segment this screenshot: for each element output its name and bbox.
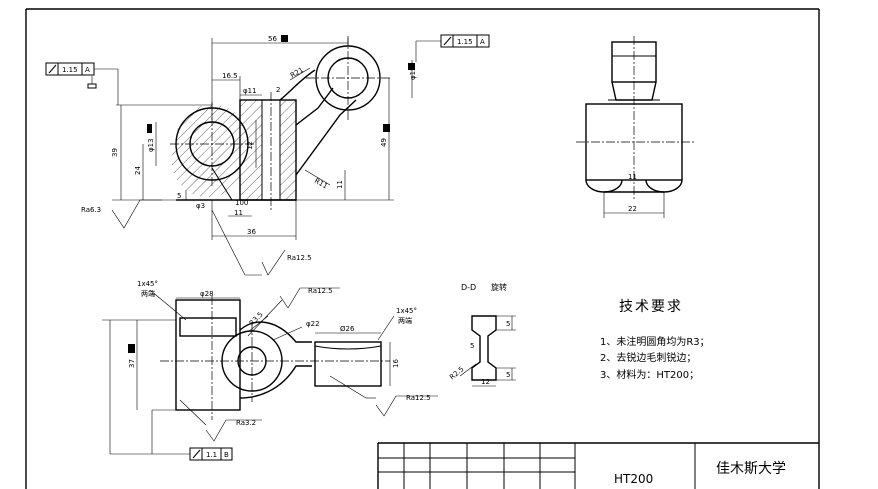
roughness-ra12-5-top: Ra12.5: [287, 254, 312, 262]
chamfer-right-label: 1x45°: [396, 307, 417, 315]
tech-item-3: 3、材料为：HT200；: [600, 368, 699, 381]
tolerance-frame-top-right: 1.15 A: [415, 34, 490, 62]
dim-phi15-right: φ15: [409, 66, 417, 80]
dim-marker: [408, 63, 415, 70]
dim-16: 16: [392, 359, 400, 368]
drawing-frame: [25, 8, 820, 489]
tol-bottom-datum: B: [224, 451, 229, 459]
dim-11-a: 11: [234, 209, 243, 217]
dim-marker: [128, 344, 135, 353]
section-view: D-D 旋转 5 5 5 12 R2.5: [448, 282, 516, 387]
side-view: 11 22: [576, 36, 694, 218]
dim-12-b: 12: [481, 378, 490, 386]
dim-r3-5: R3.5: [248, 310, 265, 327]
dim-r11: R11: [313, 177, 329, 191]
tech-item-2: 2、去锐边毛刺锐边；: [600, 351, 696, 364]
dim-r2-5: R2.5: [448, 365, 465, 381]
dim-phi26: Ø26: [340, 325, 355, 333]
roughness-ra6-3: Ra6.3: [81, 206, 101, 214]
section-rotated: 旋转: [491, 282, 507, 292]
dim-5-b: 5: [506, 371, 510, 379]
tech-heading: 技术要求: [619, 299, 683, 315]
tolerance-frame-top-left: 1.15 A: [45, 62, 119, 105]
top-view: φ28 R3.5 φ22 Ø26 16 37 1x45° 两端 1x45° 两端…: [102, 280, 438, 461]
material-label: HT200: [614, 472, 653, 486]
chamfer-right-note: 两端: [398, 316, 412, 325]
dim-phi3: φ3: [196, 202, 205, 210]
dim-5: 5: [177, 192, 181, 200]
chamfer-left-label: 1x45°: [137, 280, 158, 288]
technical-requirements: 技术要求 1、未注明圆角均为R3； 2、去锐边毛刺锐边； 3、材料为：HT200…: [600, 299, 710, 381]
tol-top-left-datum: A: [85, 66, 90, 74]
tol-bottom-value: 1.1: [206, 451, 217, 459]
dim-49: 49: [380, 138, 388, 147]
tech-item-1: 1、未注明圆角均为R3；: [600, 335, 710, 348]
dim-24: 24: [134, 166, 142, 175]
dim-marker: [383, 124, 390, 132]
dim-100: 100: [235, 199, 248, 207]
roughness-ra12-5-mid: Ra12.5: [308, 287, 333, 295]
roughness-ra3-2: Ra3.2: [236, 419, 256, 427]
roughness-ra12-5-bottom: Ra12.5: [406, 394, 431, 402]
dim-22: 22: [628, 205, 637, 213]
tol-top-right-datum: A: [480, 38, 485, 46]
dim-16-5: 16.5: [222, 72, 238, 80]
dim-phi13: φ13: [147, 138, 155, 152]
tol-top-right-value: 1.15: [457, 38, 473, 46]
dim-2: 2: [276, 86, 280, 94]
dim-r21: R21: [289, 66, 305, 80]
dim-marker: [147, 124, 152, 133]
dim-phi22: φ22: [306, 320, 320, 328]
dim-12: 12: [246, 141, 254, 150]
dim-phi11: φ11: [243, 87, 257, 95]
dim-5-c: 5: [470, 342, 474, 350]
dim-39: 39: [111, 148, 119, 157]
section-label: D-D: [461, 283, 476, 292]
dim-37: 37: [128, 359, 136, 368]
tol-top-left-value: 1.15: [62, 66, 78, 74]
title-block: HT200 佳木斯大学: [377, 442, 819, 489]
dim-11-b: 11: [336, 180, 344, 189]
school-name: 佳木斯大学: [716, 461, 786, 477]
dim-5-a: 5: [506, 320, 510, 328]
dim-36: 36: [247, 228, 256, 236]
dim-marker: [281, 35, 288, 42]
dim-56: 56: [268, 35, 277, 43]
front-view: 56 16.5 R21 φ11 2 φ15 39 24 φ13 12 5: [81, 35, 417, 276]
dim-11-c: 11: [628, 173, 637, 181]
chamfer-left-note: 两端: [141, 289, 155, 298]
dim-phi28: φ28: [200, 290, 214, 298]
